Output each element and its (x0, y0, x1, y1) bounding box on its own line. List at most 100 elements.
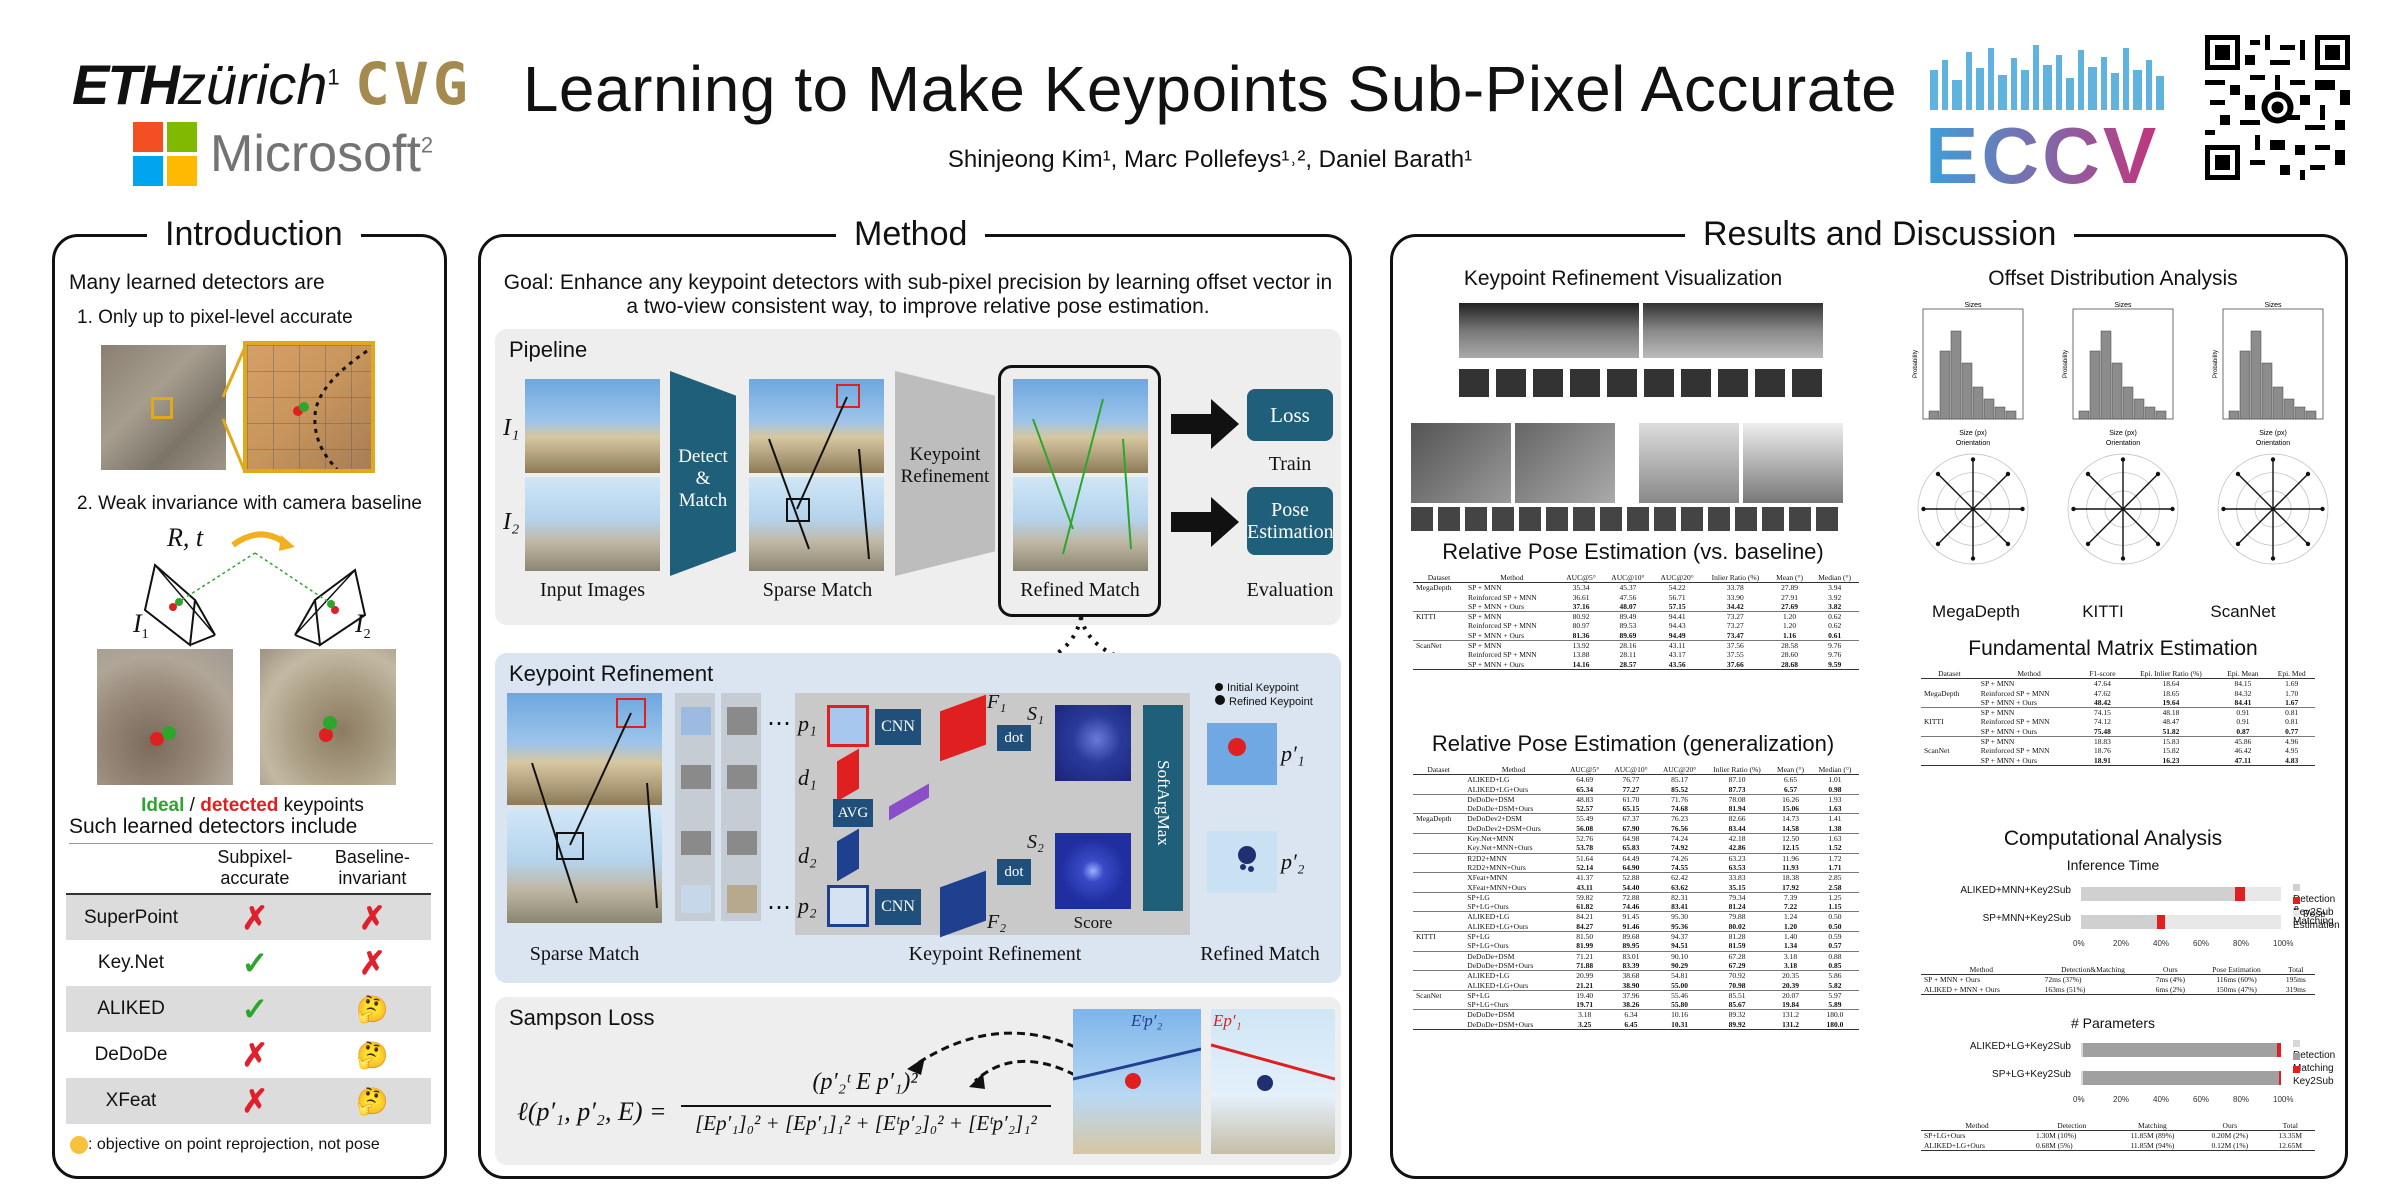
table-cell: 89.32 (1703, 1009, 1771, 1020)
table-cell: 1.41 (1810, 813, 1859, 824)
table-cell: 18.38 (1770, 872, 1811, 883)
patch-thumb (681, 831, 711, 855)
table-cell: KITTI (1413, 611, 1465, 622)
svg-text:Probability: Probability (1913, 350, 1919, 378)
table-cell: 15.06 (1782, 804, 1799, 814)
histogram-bar (2089, 350, 2101, 420)
keypoint-refinement-block (895, 371, 995, 576)
orientation-arrowhead (1970, 457, 1976, 462)
orientation-arrow (2087, 473, 2124, 510)
kr-sparse-lines (531, 698, 658, 909)
vis-image-2 (1643, 303, 1823, 358)
table-cell: 42.18 (1703, 833, 1771, 844)
table-cell: 61.82 (1576, 902, 1594, 912)
table-header-cell: Mean (°) (1770, 765, 1811, 776)
table-cell: 116ms (60%) (2216, 975, 2257, 985)
histogram-bar (1972, 386, 1984, 420)
table-cell: 81.36 (1572, 630, 1590, 640)
orientation-arrowhead (2305, 471, 2311, 477)
table-cell (1921, 755, 1978, 766)
orientation-arrow (1972, 473, 2009, 510)
qr-code-icon[interactable] (2205, 35, 2350, 180)
vis-thumb-row-1 (1459, 369, 1829, 397)
dot-block-1: dot (997, 725, 1031, 751)
table-cell: 180.0 (1810, 1009, 1859, 1020)
table-cell: 0.62 (1810, 611, 1859, 622)
legend-item: Matching (2293, 1052, 2334, 1074)
pipeline-title: Pipeline (509, 337, 588, 362)
table-cell: 65.15 (1622, 804, 1640, 814)
heading-rule (69, 843, 433, 844)
table-header-cell: AUC@10° (1606, 765, 1656, 776)
table-cell: Reinforced SP + MNN (1467, 650, 1537, 660)
table-cell: SP + MNN + Ours (1464, 659, 1559, 670)
vis-image-1 (1459, 303, 1639, 358)
table-cell: 1.24 (1770, 911, 1811, 922)
table-row: SuperPoint✗✗ (66, 894, 431, 940)
dataset-label-megadepth: MegaDepth (1932, 602, 2020, 621)
table-cell: 56.71 (1668, 592, 1686, 602)
bar-segment (2081, 915, 2157, 929)
histogram-bar (2122, 386, 2134, 420)
table-cell: 21.21 (1576, 980, 1594, 990)
table-cell: KITTI (1413, 931, 1465, 942)
score-label: Score (1073, 913, 1113, 932)
table-cell: 36.61 (1572, 592, 1590, 602)
table-cell: 27.89 (1781, 583, 1799, 593)
orientation-arrowhead (2305, 541, 2311, 547)
table-cell: 43.17 (1668, 650, 1686, 660)
i2-label: I₂ (503, 509, 520, 535)
table-cell: 71.76 (1655, 793, 1704, 805)
offset-title: Offset Distribution Analysis (1988, 267, 2238, 290)
table-cell (1413, 1019, 1465, 1031)
d1-label: d₁ (798, 765, 817, 790)
table-cell: 163ms (51%) (2041, 984, 2145, 995)
table-cell: 1.20 (1768, 611, 1811, 622)
introduction-title: Introduction (147, 215, 361, 254)
table-cell: 1.70 (2285, 688, 2299, 698)
axis-tick: 40% (2153, 1095, 2170, 1104)
orientation-arrowhead (2120, 556, 2126, 561)
table-cell: 52.76 (1562, 833, 1607, 844)
table-cell: 71.88 (1576, 960, 1594, 970)
table-cell: 81.50 (1562, 931, 1607, 942)
orientation-arrowhead (2235, 541, 2241, 547)
d2-label: d₂ (798, 843, 817, 868)
table-cell: 55.49 (1562, 813, 1607, 824)
table-cell: 41.37 (1562, 872, 1607, 883)
table-cell: 0.50 (1810, 911, 1859, 922)
inference-time-title: Inference Time (2066, 857, 2160, 873)
table-header-cell: Method (1977, 669, 2081, 680)
table-cell: 195ms (2285, 975, 2306, 985)
table-cell: 3.25 (1562, 1019, 1607, 1031)
orientation-arrowhead (2155, 471, 2161, 477)
cross-icon: ✗ (241, 1037, 269, 1073)
table-cell: 70.92 (1703, 970, 1771, 981)
intro-lead: Many learned detectors are (69, 271, 325, 294)
table-cell: 76.56 (1671, 823, 1689, 833)
sparse-image-2 (749, 477, 884, 571)
table-cell: 48.42 (2094, 697, 2111, 707)
table-cell (1921, 736, 1978, 747)
table-cell (1413, 970, 1465, 981)
bar-segment (2235, 887, 2245, 901)
table-cell: 1.93 (1810, 793, 1859, 805)
table-cell: 87.10 (1728, 775, 1746, 785)
table-header-cell: Method (1921, 1121, 2034, 1132)
orientation-arrow (2237, 508, 2274, 545)
histogram-bar (1950, 330, 1962, 420)
table-cell (1413, 950, 1465, 961)
table-cell: 54.22 (1668, 583, 1686, 593)
orientation-arrowhead (2120, 457, 2126, 462)
table-cell: 95.36 (1671, 921, 1689, 931)
table-cell: DeDoDe+DSM+Ours (1467, 960, 1534, 970)
